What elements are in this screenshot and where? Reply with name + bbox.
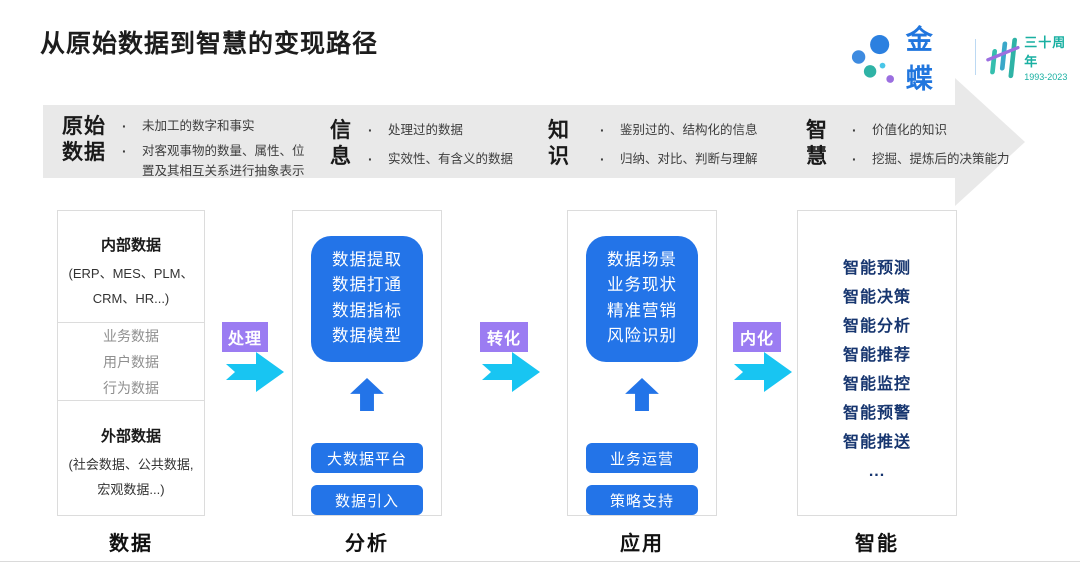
bullet-icon: · bbox=[600, 122, 605, 138]
stage-label: 原始 数据 bbox=[62, 115, 106, 165]
right-arrow-icon bbox=[734, 352, 792, 392]
logo-divider bbox=[975, 39, 977, 75]
stage-raw-data: 原始 数据 · 未加工的数字和事实 · 对客观事物的数量、属性、位 置及其相互关… bbox=[62, 114, 305, 181]
bullet-text: 鉴别过的、结构化的信息 bbox=[620, 123, 758, 137]
data-type-item: 用户数据 bbox=[103, 354, 159, 370]
footer-label-data: 数据 bbox=[109, 533, 153, 555]
external-data-section: 外部数据 (社会数据、公共数据, 宏观数据...) bbox=[58, 400, 204, 503]
intelligence-column-box: 智能预测 智能决策 智能分析 智能推荐 智能监控 智能预警 智能推送 ... bbox=[797, 210, 957, 516]
data-type-item: 业务数据 bbox=[103, 328, 159, 344]
stage-label: 智 慧 bbox=[806, 119, 828, 169]
bullet-text: 实效性、有含义的数据 bbox=[388, 152, 514, 167]
analysis-column-box: 数据提取 数据打通 数据指标 数据模型 大数据平台 数据引入 bbox=[292, 210, 442, 516]
banner-arrow-head bbox=[955, 78, 1025, 206]
bullet-icon: · bbox=[122, 143, 127, 160]
bullet-text: 归纳、对比、判断与理解 bbox=[620, 152, 758, 167]
bullet-icon: · bbox=[600, 151, 605, 168]
bullet-text: 挖掘、提炼后的决策能力 bbox=[872, 152, 1010, 167]
big-data-platform-button: 大数据平台 bbox=[311, 443, 423, 474]
stage-information: 信 息 · 处理过的数据 · 实效性、有含义的数据 bbox=[330, 118, 513, 171]
intelligence-item: 智能决策 bbox=[842, 289, 911, 306]
intelligence-item: ... bbox=[868, 463, 886, 480]
middle-data-section: 业务数据 用户数据 行为数据 bbox=[58, 322, 204, 400]
external-data-subtitle: (社会数据、公共数据, 宏观数据...) bbox=[68, 457, 194, 498]
bullet-text: 价值化的知识 bbox=[872, 123, 948, 137]
data-type-item: 行为数据 bbox=[103, 380, 159, 396]
intelligence-item: 智能分析 bbox=[842, 318, 911, 335]
business-operation-button: 业务运营 bbox=[586, 443, 698, 474]
stage-label: 知 识 bbox=[548, 119, 570, 169]
right-arrow-icon bbox=[482, 352, 540, 392]
external-data-title: 外部数据 bbox=[100, 428, 161, 445]
bullet-icon: · bbox=[852, 122, 857, 138]
right-arrow-icon bbox=[226, 352, 284, 392]
internal-data-subtitle: (ERP、MES、PLM、 CRM、HR...) bbox=[68, 266, 194, 307]
transform-badge: 转化 bbox=[480, 322, 528, 352]
bullet-icon: · bbox=[368, 151, 373, 168]
intelligence-item: 智能预警 bbox=[842, 405, 911, 422]
bullet-icon: · bbox=[852, 151, 857, 168]
intelligence-item: 智能推荐 bbox=[842, 347, 911, 364]
up-arrow-icon bbox=[350, 377, 384, 412]
data-import-button: 数据引入 bbox=[311, 485, 423, 515]
brand-name: 金蝶 bbox=[905, 25, 935, 94]
kingdee-dots-icon bbox=[851, 34, 895, 83]
stage-knowledge: 知 识 · 鉴别过的、结构化的信息 · 归纳、对比、判断与理解 bbox=[548, 118, 758, 171]
bullet-text: 处理过的数据 bbox=[388, 123, 464, 137]
internalize-badge: 内化 bbox=[733, 322, 781, 352]
footer-label-application: 应用 bbox=[620, 533, 664, 555]
anniversary-text: 三十周年 1993-2023 bbox=[1024, 32, 1080, 82]
footer-label-analysis: 分析 bbox=[345, 533, 389, 555]
bullet-text: 未加工的数字和事实 bbox=[142, 119, 255, 133]
intelligence-item: 智能推送 bbox=[842, 434, 911, 451]
process-badge: 处理 bbox=[222, 322, 268, 352]
stage-wisdom: 智 慧 · 价值化的知识 · 挖掘、提炼后的决策能力 bbox=[806, 118, 1010, 171]
footer-label-intelligence: 智能 bbox=[855, 533, 899, 555]
internal-data-section: 内部数据 (ERP、MES、PLM、 CRM、HR...) bbox=[58, 211, 204, 322]
banner-arrow-body bbox=[43, 105, 955, 178]
data-column-box: 内部数据 (ERP、MES、PLM、 CRM、HR...) 业务数据 用户数据 … bbox=[57, 210, 205, 516]
bullet-icon: · bbox=[122, 118, 127, 134]
intelligence-item: 智能预测 bbox=[842, 260, 911, 277]
application-column-box: 数据场景 业务现状 精准营销 风险识别 业务运营 策略支持 bbox=[567, 210, 717, 516]
internal-data-title: 内部数据 bbox=[100, 237, 161, 254]
kingdee-logo: 金蝶 三十周年 1993-2023 bbox=[850, 18, 1080, 96]
anniversary-years: 1993-2023 bbox=[1024, 72, 1068, 82]
strategy-support-button: 策略支持 bbox=[586, 485, 698, 515]
anniversary-label: 三十周年 bbox=[1024, 35, 1067, 69]
stage-label: 信 息 bbox=[330, 119, 352, 169]
application-card: 数据场景 业务现状 精准营销 风险识别 bbox=[586, 236, 698, 362]
analysis-card: 数据提取 数据打通 数据指标 数据模型 bbox=[311, 236, 423, 362]
bullet-text: 对客观事物的数量、属性、位 置及其相互关系进行抽象表示 bbox=[142, 144, 305, 178]
page-title: 从原始数据到智慧的变现路径 bbox=[40, 30, 379, 58]
intelligence-item: 智能监控 bbox=[842, 376, 911, 393]
bullet-icon: · bbox=[368, 122, 373, 138]
intelligence-list: 智能预测 智能决策 智能分析 智能推荐 智能监控 智能预警 智能推送 ... bbox=[798, 211, 956, 486]
thirty-anniversary-icon bbox=[986, 37, 1021, 79]
up-arrow-icon bbox=[625, 377, 659, 412]
